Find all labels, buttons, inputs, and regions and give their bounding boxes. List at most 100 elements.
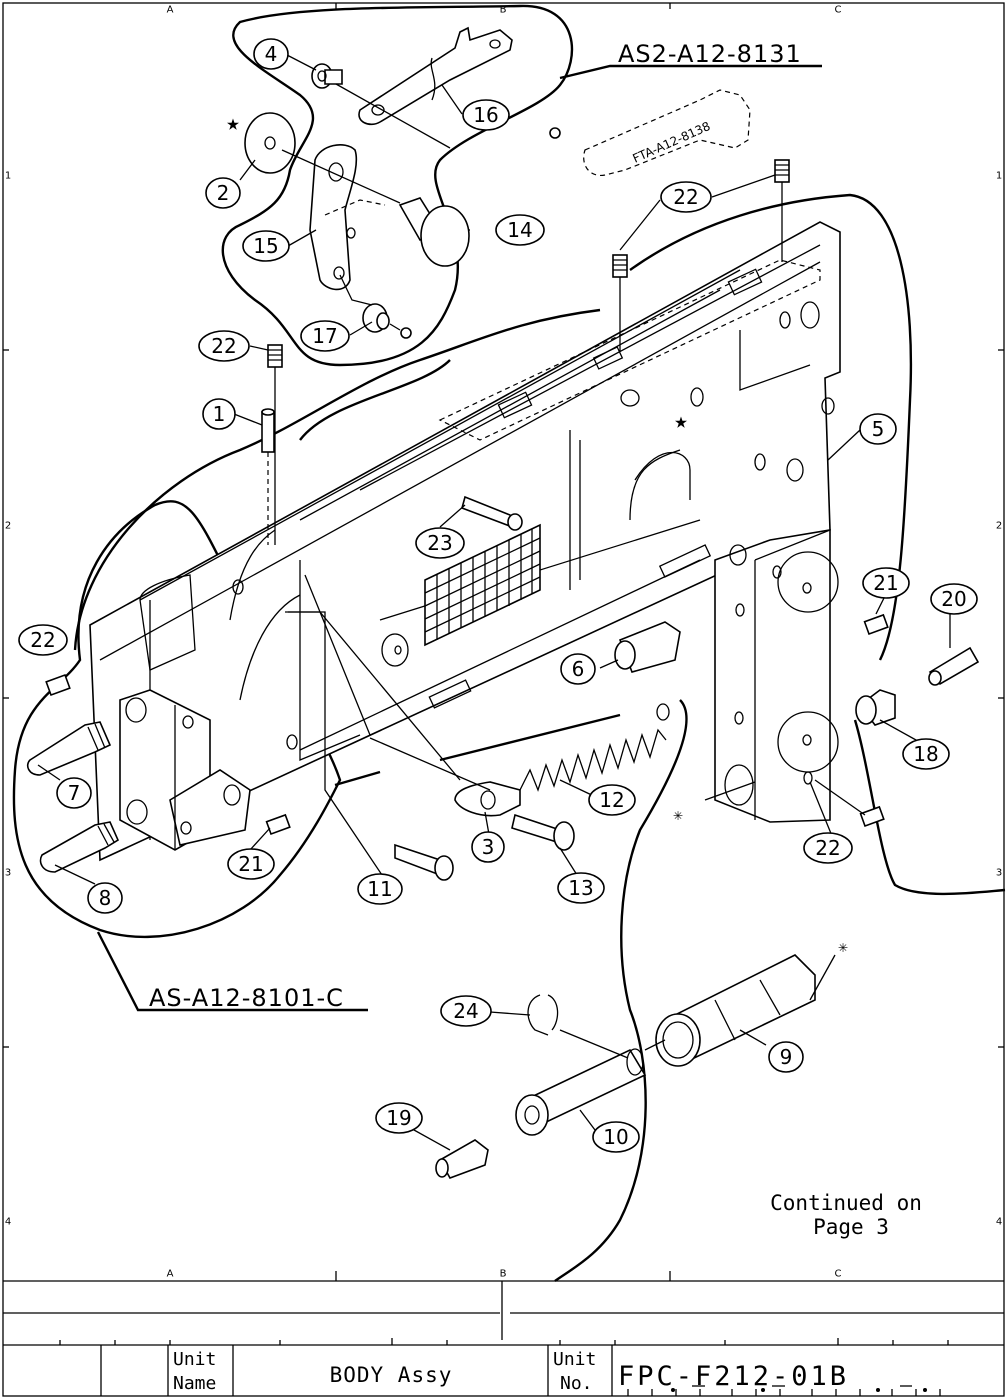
grid-row-4-right: 4: [996, 1217, 1002, 1228]
screw-13: [512, 815, 574, 850]
callout-23: 23: [416, 528, 464, 558]
spacer-6: [615, 622, 680, 672]
fitting-18: [856, 690, 895, 725]
unit-name-label-line-1: Unit: [173, 1349, 216, 1370]
callout-6: 6: [561, 654, 595, 684]
grid-row-3-left: 3: [5, 868, 11, 879]
unit-no-label-line-1: Unit: [553, 1349, 596, 1370]
continued-note-line-1: Continued on: [770, 1191, 922, 1215]
set-screw-22-right: [861, 807, 884, 826]
phantom-part-outline: [584, 90, 750, 175]
lower-assembly-label: AS-A12-8101-C: [149, 984, 344, 1012]
set-screw-21-left: [267, 815, 290, 834]
callout-22-upper-left: 22: [199, 331, 249, 361]
star-mark-upper: ★: [226, 111, 239, 136]
grid-col-a-top: A: [167, 5, 174, 16]
snap-ring-24: [528, 995, 558, 1035]
callout-22-far-left: 22: [19, 625, 67, 655]
collar-17: [363, 304, 411, 338]
callout-11: 11: [358, 874, 402, 904]
svg-text:22: 22: [30, 628, 55, 652]
fitting-19: [436, 1140, 488, 1178]
spring-12: [520, 704, 669, 790]
svg-text:21: 21: [873, 571, 898, 595]
unit-no-label-line-2: No.: [560, 1373, 593, 1394]
set-screw-21-right: [865, 615, 888, 634]
right-block: [715, 530, 838, 822]
svg-text:19: 19: [386, 1106, 411, 1130]
phantom-part-ring: [550, 128, 560, 138]
grid-col-c-top: C: [835, 5, 842, 16]
svg-text:7: 7: [68, 781, 81, 805]
svg-text:6: 6: [572, 657, 585, 681]
callout-15: 15: [243, 231, 289, 261]
callout-1: 1: [203, 399, 235, 429]
svg-text:5: 5: [872, 417, 885, 441]
screw-11: [395, 845, 453, 880]
callout-20: 20: [931, 584, 977, 614]
svg-text:9: 9: [780, 1045, 793, 1069]
grid-row-4-left: 4: [5, 1217, 11, 1228]
shaft-10: [516, 1049, 645, 1135]
svg-text:14: 14: [507, 218, 532, 242]
callout-10: 10: [593, 1122, 639, 1152]
body-outline-top: [300, 360, 450, 440]
svg-text:4: 4: [265, 42, 278, 66]
grid-row-1-left: 1: [5, 171, 11, 182]
reference-mark-sleeve: ✳: [838, 937, 848, 956]
callout-14: 14: [496, 215, 544, 245]
lever-3: [455, 782, 520, 816]
svg-text:10: 10: [603, 1125, 628, 1149]
svg-text:20: 20: [941, 587, 966, 611]
svg-text:22: 22: [815, 836, 840, 860]
grid-row-2-left: 2: [5, 521, 11, 532]
callout-22-lower-right: 22: [804, 833, 852, 863]
callout-5: 5: [860, 414, 896, 444]
unit-name-label-line-2: Name: [173, 1373, 216, 1394]
svg-text:24: 24: [453, 999, 478, 1023]
callout-7: 7: [57, 778, 91, 808]
grid-col-a-bottom: A: [167, 1269, 174, 1280]
set-screw-22-far-left: [46, 675, 70, 695]
grid-col-c-bottom: C: [835, 1269, 842, 1280]
link-15: [310, 145, 356, 290]
body-outline-lower-cut: [335, 772, 380, 785]
svg-text:18: 18: [913, 742, 938, 766]
continued-note-line-2: Page 3: [813, 1215, 889, 1239]
tube-20: [929, 648, 978, 685]
callout-3: 3: [472, 832, 504, 862]
callout-8: 8: [88, 883, 122, 913]
unit-name-value: BODY Assy: [330, 1363, 453, 1387]
svg-text:8: 8: [99, 886, 112, 910]
svg-text:1: 1: [213, 402, 226, 426]
callout-12: 12: [589, 785, 635, 815]
reference-mark-block: ✳: [673, 805, 683, 824]
phantom-part-label: FTA-A12-8138: [631, 119, 713, 166]
title-block: Unit Name BODY Assy Unit No. FPC-F212-01…: [3, 1281, 1004, 1396]
title-block-ticks: [60, 1338, 948, 1345]
svg-text:15: 15: [253, 234, 278, 258]
callout-4: 4: [254, 39, 288, 69]
svg-text:21: 21: [238, 852, 263, 876]
svg-text:22: 22: [673, 185, 698, 209]
callout-13: 13: [558, 873, 604, 903]
svg-text:17: 17: [312, 324, 337, 348]
unit-no-value: FPC-F212-01B: [618, 1361, 849, 1392]
svg-text:22: 22: [211, 334, 236, 358]
upper-assembly-label: AS2-A12-8131: [618, 40, 802, 68]
pin-14: [400, 198, 469, 266]
callout-9: 9: [769, 1042, 803, 1072]
svg-text:3: 3: [482, 835, 495, 859]
svg-text:11: 11: [367, 877, 392, 901]
svg-text:13: 13: [568, 876, 593, 900]
callout-21-right: 21: [863, 568, 909, 598]
grid-row-3-right: 3: [996, 868, 1002, 879]
svg-text:2: 2: [217, 181, 230, 205]
svg-text:12: 12: [599, 788, 624, 812]
callout-2: 2: [206, 178, 240, 208]
callout-19: 19: [376, 1103, 422, 1133]
svg-text:23: 23: [427, 531, 452, 555]
grid-row-2-right: 2: [996, 521, 1002, 532]
callout-21-left: 21: [228, 849, 274, 879]
